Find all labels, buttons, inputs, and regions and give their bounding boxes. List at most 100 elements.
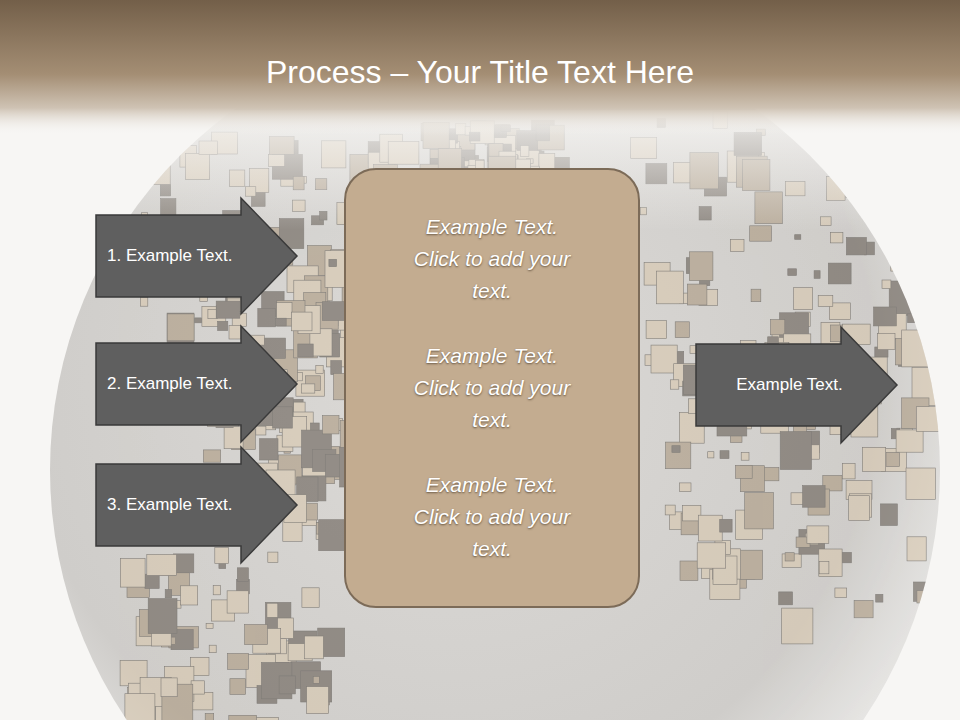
- globe-tile: [140, 297, 147, 306]
- arrow-label: Example Text.: [736, 375, 842, 395]
- globe-tile: [181, 586, 198, 605]
- globe-tile: [665, 505, 675, 515]
- globe-tile: [745, 493, 774, 529]
- arrow-shape: 3. Example Text.: [95, 446, 298, 564]
- globe-tile: [807, 526, 829, 543]
- globe-tile: [896, 430, 923, 452]
- globe-tile: [329, 259, 337, 266]
- globe-tile: [656, 271, 683, 304]
- globe-tile: [302, 384, 315, 393]
- globe-tile: [939, 290, 949, 299]
- globe-tile: [316, 365, 323, 373]
- globe-tile: [260, 439, 279, 460]
- globe-tile: [818, 296, 833, 307]
- globe-tile: [779, 592, 793, 605]
- globe-tile: [147, 554, 177, 575]
- globe-tile: [208, 310, 217, 319]
- globe-tile: [819, 549, 842, 577]
- globe-tile: [216, 301, 240, 318]
- arrow-polygon: [696, 327, 897, 443]
- globe-tile: [125, 694, 155, 720]
- globe-tile: [279, 676, 295, 694]
- arrow-polygon: [96, 198, 297, 314]
- content-text: Example Text. Click to add your text.: [412, 340, 572, 436]
- globe-tile: [785, 553, 794, 561]
- globe-tile: [672, 446, 680, 453]
- globe-tile: [913, 582, 933, 601]
- globe-tile: [307, 687, 329, 714]
- globe-tile: [891, 258, 904, 271]
- arrow-shape: 2. Example Text.: [95, 325, 298, 443]
- globe-tile: [849, 496, 870, 521]
- globe-tile: [302, 588, 319, 608]
- arrow-text-holder: 1. Example Text.: [103, 215, 276, 297]
- globe-tile: [720, 451, 729, 459]
- globe-tile: [680, 483, 692, 492]
- globe-tile: [230, 679, 246, 695]
- globe-tile: [795, 235, 801, 240]
- globe-tile: [245, 625, 268, 645]
- globe-tile: [830, 232, 843, 243]
- globe-tile: [215, 547, 229, 563]
- content-text: Example Text. Click to add your text.: [412, 211, 572, 307]
- arrow-text-holder: 3. Example Text.: [103, 464, 276, 546]
- globe-tile: [933, 321, 957, 341]
- globe-tile: [277, 303, 292, 319]
- content-text: Example Text. Click to add your text.: [412, 469, 572, 565]
- content-box: Example Text. Click to add your text. Exa…: [344, 168, 640, 608]
- globe-tile: [267, 603, 278, 617]
- globe-tile: [916, 407, 941, 432]
- arrow-text-holder: Example Text.: [703, 344, 876, 426]
- arrow-shape: 1. Example Text.: [95, 197, 298, 315]
- slide-title: Process – Your Title Text Here: [0, 54, 960, 91]
- globe-tile: [835, 588, 847, 598]
- globe-tile: [697, 543, 726, 568]
- globe-tile: [331, 361, 342, 375]
- globe-tile: [167, 313, 194, 345]
- globe-tile: [771, 320, 785, 335]
- globe-tile: [907, 537, 926, 561]
- title-band: [0, 0, 960, 135]
- globe-tile: [273, 407, 293, 428]
- globe-tile: [268, 552, 278, 562]
- arrow-polygon: [96, 447, 297, 563]
- globe-tile: [720, 519, 732, 532]
- globe-tile: [782, 608, 813, 644]
- globe-tile: [195, 318, 202, 323]
- globe-tile: [917, 591, 930, 603]
- globe-tile: [161, 678, 177, 697]
- globe-tile: [902, 330, 933, 367]
- globe-tile: [292, 312, 312, 331]
- globe-tile: [814, 271, 820, 279]
- globe-tile: [886, 452, 900, 466]
- arrow-polygon: [96, 326, 297, 442]
- globe-tile: [876, 594, 883, 602]
- arrow-text-holder: 2. Example Text.: [103, 343, 276, 425]
- globe-tile: [736, 465, 753, 478]
- globe-tile: [209, 645, 216, 653]
- globe-tile: [203, 450, 220, 462]
- globe-tile: [258, 309, 276, 327]
- globe-tile: [923, 314, 941, 327]
- globe-tile: [646, 321, 667, 339]
- globe-tile: [165, 590, 172, 598]
- arrow-label: 1. Example Text.: [103, 246, 232, 266]
- globe-tile: [206, 623, 213, 628]
- globe-tile: [803, 486, 826, 508]
- globe-tile: [275, 318, 286, 326]
- globe-tile: [689, 252, 713, 281]
- globe-tile: [791, 493, 804, 505]
- globe-tile: [882, 280, 891, 289]
- globe-tile: [788, 269, 797, 276]
- globe-tile: [148, 599, 177, 634]
- globe-tile: [842, 464, 855, 479]
- globe-tile: [227, 591, 249, 613]
- globe-tile: [874, 307, 897, 326]
- globe-tile: [687, 284, 707, 305]
- globe-tile: [680, 561, 698, 581]
- globe-tile: [878, 333, 895, 349]
- globe-tile: [229, 715, 257, 720]
- globe-tile: [846, 238, 866, 255]
- arrow-label: 2. Example Text.: [103, 374, 232, 394]
- globe-tile: [906, 468, 935, 499]
